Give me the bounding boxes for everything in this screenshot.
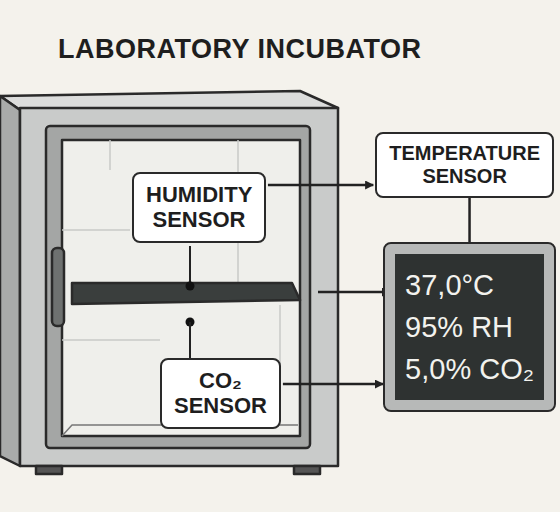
readout-value: 95% RH	[405, 306, 534, 348]
readout-value: 5,0% CO₂	[405, 348, 534, 390]
cabinet	[0, 91, 338, 474]
readout-display: 37,0°C95% RH5,0% CO₂	[385, 244, 554, 410]
sensor-box: HUMIDITY SENSOR	[132, 172, 266, 243]
connector-arrow	[268, 184, 373, 187]
sensor-label: CO₂ SENSOR	[174, 368, 267, 419]
connector-arrow	[283, 383, 383, 386]
readout-value: 37,0°C	[405, 264, 534, 306]
shelf-leader-arrow	[318, 291, 390, 294]
sensor-box: CO₂ SENSOR	[160, 358, 281, 429]
sensor-label: TEMPERATURE SENSOR	[389, 142, 540, 188]
sensor-label: HUMIDITY SENSOR	[146, 182, 252, 233]
sensor-box: TEMPERATURE SENSOR	[375, 132, 554, 198]
connector-arrow	[468, 198, 471, 243]
diagram-title: LABORATORY INCUBATOR	[58, 34, 422, 65]
